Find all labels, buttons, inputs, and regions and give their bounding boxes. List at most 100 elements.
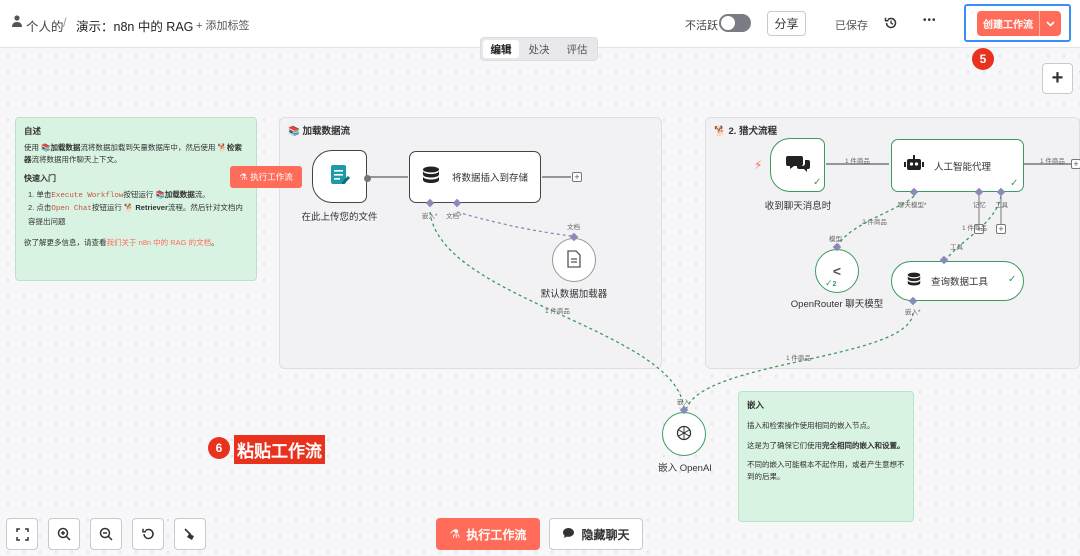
openrouter-icon: < [832, 263, 842, 279]
edge-label-embed-input: 嵌入 [677, 399, 690, 406]
node-ai-agent[interactable]: 人工智能代理 ✓ [891, 139, 1024, 192]
node-openrouter-chat-model[interactable]: < ✓2 [815, 249, 859, 293]
trigger-bolt-icon: ⚡ [754, 158, 763, 172]
form-icon [329, 163, 351, 190]
fit-view-button[interactable] [6, 518, 38, 550]
annotation-badge-5: 5 [972, 48, 994, 70]
add-node-button[interactable]: + [1042, 63, 1073, 94]
embedding-sticky-note[interactable]: 嵌入 插入和检索操作使用相同的嵌入节点。 这是为了确保它们使用完全相同的嵌入和设… [738, 391, 914, 522]
add-connection-insert[interactable]: + [572, 172, 582, 182]
fit-view-icon [15, 527, 29, 541]
quick-start-title: 快速入门 [24, 174, 56, 184]
node-embeddings-openai[interactable] [662, 412, 706, 456]
breadcrumb-separator: / [63, 16, 67, 30]
add-tool-button[interactable]: + [996, 224, 1006, 234]
add-connection-agent[interactable]: + [1071, 159, 1080, 169]
robot-icon [904, 155, 924, 176]
view-tabs: 编辑 处决 评估 [480, 37, 598, 61]
annotation-badge-6: 6 [208, 437, 230, 459]
node-upload-file-label: 在此上传您的文件 [301, 212, 378, 223]
edge-label-one-item-tool: 1 件商品 [962, 225, 987, 232]
node-ai-agent-label: 人工智能代理 [934, 161, 992, 173]
zoom-out-button[interactable] [90, 518, 122, 550]
flask-icon: ⚗ [239, 171, 248, 182]
node-default-data-loader[interactable] [552, 238, 596, 282]
tab-evaluations[interactable]: 评估 [566, 43, 588, 56]
undo-icon [142, 528, 154, 540]
edge-label-one-item-agent: 1 件商品 [1040, 158, 1065, 165]
add-tag-link[interactable]: + 添加标签 [196, 20, 250, 32]
edge-label-doc: 文档 [567, 224, 580, 231]
openai-icon [675, 424, 693, 445]
quick-start-step-1: 1. 单击Execute Workflow按钮运行 📚加载数据流。 [28, 189, 210, 200]
edge-label-tool-input: 工具 [950, 244, 963, 251]
edge-label-one-item-embed: 1 件商品 [545, 308, 570, 315]
active-toggle[interactable] [719, 14, 751, 32]
tidy-up-button[interactable] [174, 518, 206, 550]
breadcrumb-owner[interactable]: 个人的 [26, 20, 64, 34]
success-check-icon: ✓ [1010, 178, 1019, 189]
active-toggle-label: 不活跃 [685, 20, 718, 32]
node-execute-workflow-button[interactable]: ⚗ 执行工作流 [230, 166, 302, 188]
workflow-title[interactable]: 演示：n8n 中的 RAG [76, 20, 194, 34]
more-options-icon[interactable]: ••• [923, 15, 937, 26]
paste-workflow-annotation: 粘贴工作流 [234, 435, 325, 464]
saved-status: 已保存 [835, 20, 868, 32]
node-upload-file[interactable] [312, 150, 371, 203]
load-data-group-title: 📚 加载数据流 [288, 126, 350, 137]
flask-icon: ⚗ [449, 527, 461, 541]
database-icon [907, 272, 921, 291]
dropdown-divider [1039, 11, 1040, 36]
node-chat-trigger[interactable]: ✓ [770, 138, 825, 192]
tab-executions[interactable]: 处决 [528, 43, 550, 56]
broom-icon [184, 528, 194, 540]
zoom-out-icon [99, 527, 113, 541]
chevron-down-icon[interactable] [1040, 20, 1061, 27]
quick-start-step-2: 2. 点击Open Chat按钮运行 🐕 Retriever流程。然后针对文档内… [28, 203, 243, 227]
edge-label-tool: 工具 [995, 202, 1008, 209]
hide-chat-button[interactable]: 隐藏聊天 [549, 518, 643, 550]
chat-bubbles-icon [785, 154, 810, 177]
node-insert-vector-store[interactable]: 将数据插入到存储 [409, 151, 541, 203]
node-query-data-tool-label: 查询数据工具 [931, 277, 989, 288]
edge-label-two-items: 2 件商品 [862, 219, 887, 226]
edge-label-model: 模型 [829, 236, 842, 243]
create-workflow-highlight [964, 4, 1071, 42]
edge-label-embed-star: 嵌入* [422, 213, 438, 220]
success-check-icon: ✓ [813, 177, 822, 188]
node-default-data-loader-label: 默认数据加载器 [540, 289, 608, 300]
success-check-icon: ✓2 [825, 278, 837, 288]
node-insert-vector-store-label: 将数据插入到存储 [452, 173, 529, 184]
share-button[interactable]: 分享 [767, 11, 806, 36]
tab-editor[interactable]: 编辑 [483, 40, 519, 58]
add-memory-button[interactable]: + [974, 224, 984, 234]
readme-sticky-note[interactable]: 自述 使用 📚加载数据流将数据加载到矢量数据库中，然后使用 🐕检索器流将数据用作… [15, 117, 257, 281]
readme-more-info: 欲了解更多信息，请查看我们关于 n8n 中的 RAG 的文档。 [24, 237, 219, 247]
node-query-data-tool[interactable]: 查询数据工具 ✓ [891, 261, 1024, 301]
edge-label-doc-star: 文档* [446, 213, 462, 220]
reset-zoom-button[interactable] [132, 518, 164, 550]
create-workflow-button[interactable]: 创建工作流 [977, 11, 1061, 36]
edge-label-chat-model-star: 聊天模型* [898, 202, 927, 209]
readme-intro: 使用 📚加载数据流将数据加载到矢量数据库中，然后使用 🐕检索器流将数据用作聊天上… [24, 143, 242, 164]
execute-workflow-button[interactable]: ⚗ 执行工作流 [436, 518, 540, 550]
embedding-sticky-p2: 这是为了确保它们使用完全相同的嵌入和设置。 [747, 440, 905, 450]
zoom-in-icon [57, 527, 71, 541]
node-embeddings-openai-label: 嵌入 OpenAI [658, 463, 712, 474]
edge-label-embed-star-tool: 嵌入* [905, 309, 921, 316]
edge-label-memory: 记忆 [973, 202, 986, 209]
edge-label-one-item-chat: 1 件商品 [845, 158, 870, 165]
success-check-icon: ✓ [1008, 274, 1017, 285]
node-chat-trigger-label: 收到聊天消息时 [764, 201, 832, 212]
chat-bubble-icon [562, 527, 575, 542]
rag-docs-link[interactable]: 我们关于 n8n 中的 RAG 的文档 [106, 237, 212, 247]
embedding-sticky-p1: 插入和检索操作使用相同的嵌入节点。 [747, 421, 875, 431]
node-openrouter-label: OpenRouter 聊天模型 [790, 299, 884, 310]
readme-title: 自述 [24, 126, 42, 136]
retriever-group-title: 🐕 2. 猎犬流程 [714, 126, 778, 137]
zoom-in-button[interactable] [48, 518, 80, 550]
toggle-knob [721, 16, 735, 30]
history-icon[interactable] [884, 16, 898, 30]
document-icon [566, 249, 582, 271]
